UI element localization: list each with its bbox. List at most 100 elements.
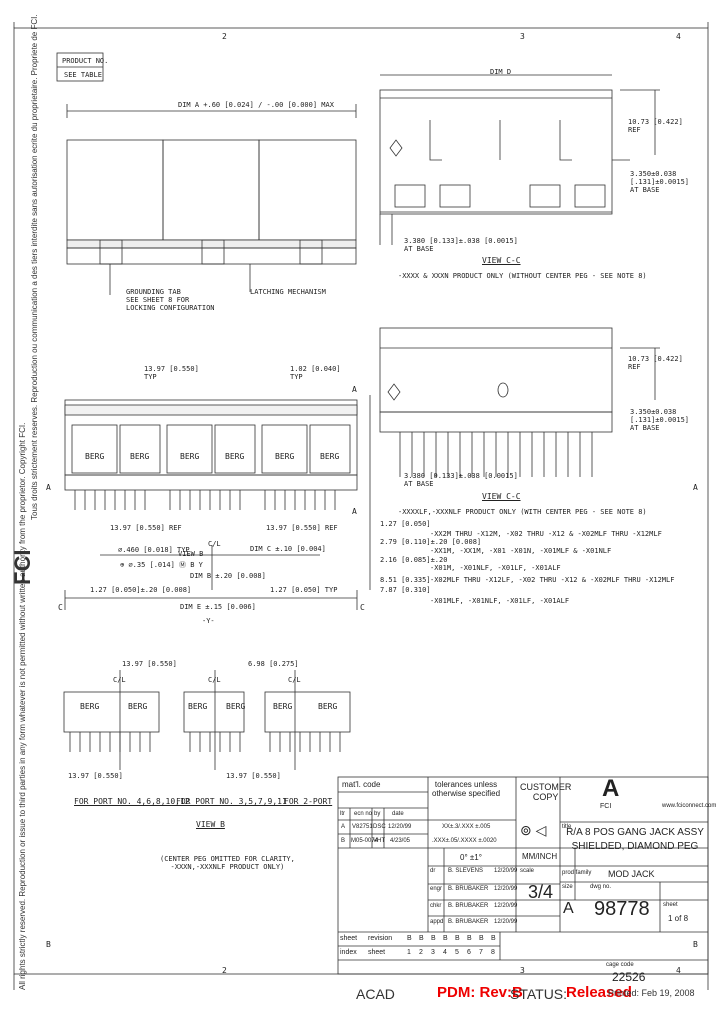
copyright-notice-fr: Tous droits strictement reserves. Reprod… — [30, 14, 39, 520]
rev-a-ecn: V82751 — [352, 824, 373, 830]
section-marker-a: A — [352, 385, 357, 394]
rev-header-ltr: ltr — [340, 811, 345, 817]
rev-cell-3: B — [431, 935, 436, 942]
datum-y: -Y- — [202, 617, 215, 625]
rev-b-date: 4/23/05 — [390, 838, 411, 844]
ref-left: 13.97 [0.550] REF — [110, 524, 182, 532]
position-tolerance: ⊕ ⌀.35 [.014] Ⓜ B Y — [120, 561, 203, 569]
dim-b-label: DIM B ±.20 [0.008] — [190, 572, 266, 580]
note-9: 7.87 [0.310] — [380, 586, 431, 594]
zone-left-a: A — [46, 483, 51, 492]
port-cl-1: C/L — [113, 676, 126, 684]
tolerances-label: tolerances unless otherwise specified — [432, 780, 501, 798]
port-label-1: FOR PORT NO. 4,6,8,10,12 — [74, 797, 190, 806]
brand-5: BERG — [275, 452, 295, 461]
revision-row-label: revision — [368, 935, 393, 942]
cl-mark: C/L — [208, 540, 221, 548]
dim-d-label: DIM D — [490, 68, 512, 76]
rev-cell-2: B — [419, 935, 424, 942]
approval-chkr-name: B. BRUBAKER — [448, 903, 489, 909]
port-label-3: FOR 2-PORT — [284, 797, 333, 806]
zone-top-3: 3 — [520, 32, 525, 41]
rev-a-by: DSC — [373, 824, 386, 830]
title-label: title — [562, 824, 572, 830]
sheet-label: sheet — [663, 902, 678, 908]
note-10: -X01MLF, -X01NLF, -X01LF, -X01ALF — [430, 597, 570, 605]
approval-chkr-date: 12/20/99 — [494, 903, 518, 909]
tol-1: XX±.3/.XXX ±.005 — [442, 824, 491, 830]
idx-cell-7: 7 — [479, 949, 483, 956]
port-note: (CENTER PEG OMITTED FOR CLARITY, -XXXN,-… — [160, 855, 295, 871]
approval-chkr-role: chkr — [430, 903, 442, 909]
approval-dr-role: dr — [430, 868, 436, 874]
section-top-base-dim: 3.350±0.038 [.131]±0.0015] AT BASE — [630, 170, 690, 194]
copyright-notice: All rights strictly reserved. Reproducti… — [18, 422, 27, 990]
cage-code-label: cage code — [606, 962, 634, 968]
port-brand-2: BERG — [128, 702, 148, 711]
scale-label: scale — [520, 868, 535, 874]
zone-bottom-4: 4 — [676, 966, 681, 975]
approval-dr-date: 12/20/99 — [494, 868, 518, 874]
pitch-label: 13.97 [0.550] TYP — [144, 365, 199, 381]
tol-2: .XXX±.05/.XXXX ±.0020 — [432, 838, 497, 844]
approval-appd-date: 12/20/99 — [494, 919, 518, 925]
product-no-label: PRODUCT NO. — [62, 57, 109, 65]
rev-header-ecn: ecn no — [354, 811, 373, 817]
port-brand-5: BERG — [273, 702, 293, 711]
units-label: MM/INCH — [522, 852, 558, 861]
dwg-number: 98778 — [594, 898, 650, 920]
note-1: 1.27 [0.050] — [380, 520, 431, 528]
rev-header-date: date — [392, 811, 404, 817]
port-d2: 6.98 [0.275] — [248, 660, 299, 668]
section-bottom-at-base: 3.380 [0.133]±.038 [0.0015] AT BASE — [404, 472, 518, 488]
rev-header-by: by — [374, 811, 381, 817]
approval-engr-role: engr — [430, 886, 443, 892]
acad-label: ACAD — [356, 986, 395, 1002]
section-marker-a2: A — [352, 507, 357, 516]
dwg-label: dwg no. — [590, 884, 612, 890]
note-5: 2.16 [0.085]±.20 — [380, 556, 448, 564]
index-row-label: index — [340, 949, 357, 956]
approval-appd-role: appd — [430, 919, 444, 925]
port-brand-1: BERG — [80, 702, 100, 711]
zone-left-b: B — [46, 940, 51, 949]
zone-bottom-2: 2 — [222, 966, 227, 975]
section-top-at-base: 3.380 [0.133]±.038 [0.0015] AT BASE — [404, 237, 518, 253]
prod-family-label: prod family — [562, 870, 592, 876]
fci-logo-left: FCI — [10, 549, 35, 585]
tol-angle: 0° ±1° — [460, 853, 482, 862]
letter-c-right: C — [360, 603, 365, 612]
ref-right: 13.97 [0.550] REF — [266, 524, 338, 532]
top-view-outline — [66, 104, 357, 295]
approval-engr-name: B. BRUBAKER — [448, 886, 489, 892]
rev-cell-4: B — [443, 935, 448, 942]
title-block-grid — [337, 776, 709, 975]
idx-cell-8: 8 — [491, 949, 495, 956]
status-value: Released — [566, 984, 632, 1001]
port-d4: 13.97 [0.550] — [226, 772, 281, 780]
zone-right-b: B — [693, 940, 698, 949]
e1-label: 1.27 [0.050]±.20 [0.008] — [90, 586, 192, 594]
rev-cell-8: B — [491, 935, 496, 942]
port-brand-6: BERG — [318, 702, 338, 711]
rev-cell-1: B — [407, 935, 412, 942]
rev-cell-7: B — [479, 935, 484, 942]
dim-a-label: DIM A +.60 [0.024] / -.00 [0.000] MAX — [178, 101, 334, 109]
port-cl-2: C/L — [208, 676, 221, 684]
product-no-value: SEE TABLE — [64, 71, 102, 79]
rev-a-ltr: A — [341, 824, 346, 830]
latching-label: LATCHING MECHANISM — [250, 288, 326, 296]
letter-c-left: C — [58, 603, 63, 612]
d1-label: 1.02 [0.040] TYP — [290, 365, 341, 381]
zone-right-a: A — [693, 483, 698, 492]
port-brand-3: BERG — [188, 702, 208, 711]
brand-2: BERG — [130, 452, 150, 461]
approval-dr-name: B. SLEVENS — [448, 868, 484, 874]
index-sheet-label: sheet — [368, 949, 386, 956]
cage-code: 22526 — [612, 970, 646, 984]
www-label: www.fciconnect.com — [662, 803, 717, 809]
idx-cell-4: 4 — [443, 949, 447, 956]
section-cc-top — [379, 74, 660, 245]
status-label: STATUS: — [510, 986, 568, 1002]
